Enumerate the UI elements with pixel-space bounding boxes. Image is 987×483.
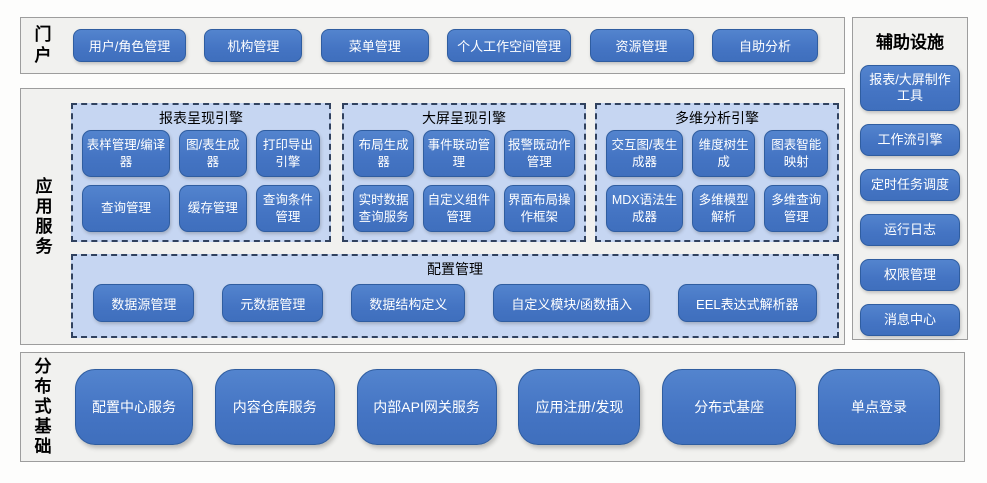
node-datasource-mgmt: 数据源管理 <box>93 284 195 322</box>
panel-dashboard-engine: 大屏呈现引擎 布局生成器 事件联动管理 报警既动作管理 实时数据查询服务 自定义… <box>342 103 586 242</box>
foundation-section: 分布式基础 配置中心服务 内容仓库服务 内部API网关服务 应用注册/发现 分布… <box>20 352 965 462</box>
node-cache-mgmt: 缓存管理 <box>178 185 247 232</box>
node-permission-mgmt: 权限管理 <box>860 259 960 291</box>
node-chart-table-generator: 图/表生成器 <box>178 130 247 177</box>
node-realtime-data-query: 实时数据查询服务 <box>353 185 415 232</box>
auxiliary-nodes: 报表/大屏制作工具 工作流引擎 定时任务调度 运行日志 权限管理 消息中心 <box>853 65 967 336</box>
node-custom-module-function-insert: 自定义模块/函数插入 <box>493 284 651 322</box>
auxiliary-title: 辅助设施 <box>876 33 944 52</box>
app-services-label: 应用服务 <box>35 176 53 256</box>
node-layout-generator: 布局生成器 <box>353 130 415 177</box>
node-query-mgmt: 查询管理 <box>82 185 170 232</box>
app-services-section: 应用服务 报表呈现引擎 表样管理/编译器 图/表生成器 打印导出引擎 查询管理 … <box>20 88 845 345</box>
node-menu-mgmt: 菜单管理 <box>320 29 429 62</box>
panel-olap-engine-title: 多维分析引擎 <box>675 110 759 126</box>
node-app-registry-discovery: 应用注册/发现 <box>518 369 641 445</box>
node-interactive-chart-generator: 交互图/表生成器 <box>606 130 683 177</box>
node-mdx-syntax-generator: MDX语法生成器 <box>606 185 683 232</box>
panel-dashboard-engine-title: 大屏呈现引擎 <box>422 110 506 126</box>
panel-report-engine-title: 报表呈现引擎 <box>159 110 243 126</box>
panel-olap-engine: 多维分析引擎 交互图/表生成器 维度树生成 图表智能映射 MDX语法生成器 多维… <box>595 103 839 242</box>
node-self-service-analysis: 自助分析 <box>711 29 818 62</box>
node-eel-expression-parser: EEL表达式解析器 <box>678 284 817 322</box>
node-internal-api-gateway-service: 内部API网关服务 <box>356 369 497 445</box>
node-print-export-engine: 打印导出引擎 <box>255 130 320 177</box>
node-workspace-mgmt: 个人工作空间管理 <box>447 29 572 62</box>
node-single-sign-on: 单点登录 <box>817 369 940 445</box>
node-dimension-tree-generator: 维度树生成 <box>691 130 756 177</box>
auxiliary-section: 辅助设施 报表/大屏制作工具 工作流引擎 定时任务调度 运行日志 权限管理 消息… <box>852 17 968 340</box>
node-resource-mgmt: 资源管理 <box>589 29 694 62</box>
node-report-dashboard-tool: 报表/大屏制作工具 <box>860 65 960 111</box>
node-metadata-mgmt: 元数据管理 <box>222 284 324 322</box>
portal-section: 门户 用户/角色管理 机构管理 菜单管理 个人工作空间管理 资源管理 自助分析 <box>20 17 845 74</box>
node-ui-layout-framework: 界面布局操作框架 <box>503 185 575 232</box>
foundation-label: 分布式基础 <box>34 356 52 457</box>
node-query-condition-mgmt: 查询条件管理 <box>255 185 320 232</box>
portal-nodes: 用户/角色管理 机构管理 菜单管理 个人工作空间管理 资源管理 自助分析 <box>53 29 844 62</box>
node-org-mgmt: 机构管理 <box>204 29 303 62</box>
node-custom-component-mgmt: 自定义组件管理 <box>423 185 495 232</box>
panel-config-mgmt-row: 数据源管理 元数据管理 数据结构定义 自定义模块/函数插入 EEL表达式解析器 <box>73 279 837 322</box>
node-config-center-service: 配置中心服务 <box>75 369 193 445</box>
node-alarm-action-mgmt: 报警既动作管理 <box>503 130 575 177</box>
panel-olap-engine-grid: 交互图/表生成器 维度树生成 图表智能映射 MDX语法生成器 多维模型解析 多维… <box>597 128 837 240</box>
node-report-template-compiler: 表样管理/编译器 <box>82 130 170 177</box>
panel-config-mgmt-title: 配置管理 <box>427 261 483 277</box>
node-multidim-model-parser: 多维模型解析 <box>691 185 756 232</box>
portal-label: 门户 <box>34 25 52 65</box>
node-chart-smart-mapping: 图表智能映射 <box>764 130 828 177</box>
panel-config-mgmt: 配置管理 数据源管理 元数据管理 数据结构定义 自定义模块/函数插入 EEL表达… <box>71 254 839 338</box>
node-workflow-engine: 工作流引擎 <box>860 124 960 156</box>
node-message-center: 消息中心 <box>860 304 960 336</box>
node-multidim-query-mgmt: 多维查询管理 <box>764 185 828 232</box>
node-run-log: 运行日志 <box>860 214 960 246</box>
node-distributed-base: 分布式基座 <box>662 369 797 445</box>
node-content-repo-service: 内容仓库服务 <box>214 369 335 445</box>
node-data-structure-definition: 数据结构定义 <box>351 284 466 322</box>
panel-dashboard-engine-grid: 布局生成器 事件联动管理 报警既动作管理 实时数据查询服务 自定义组件管理 界面… <box>344 128 584 240</box>
panel-report-engine: 报表呈现引擎 表样管理/编译器 图/表生成器 打印导出引擎 查询管理 缓存管理 … <box>71 103 331 242</box>
panel-report-engine-grid: 表样管理/编译器 图/表生成器 打印导出引擎 查询管理 缓存管理 查询条件管理 <box>73 128 329 240</box>
node-user-role-mgmt: 用户/角色管理 <box>73 29 186 62</box>
foundation-nodes: 配置中心服务 内容仓库服务 内部API网关服务 应用注册/发现 分布式基座 单点… <box>53 369 964 445</box>
node-event-linkage-mgmt: 事件联动管理 <box>423 130 495 177</box>
node-scheduled-task-dispatch: 定时任务调度 <box>860 169 960 201</box>
